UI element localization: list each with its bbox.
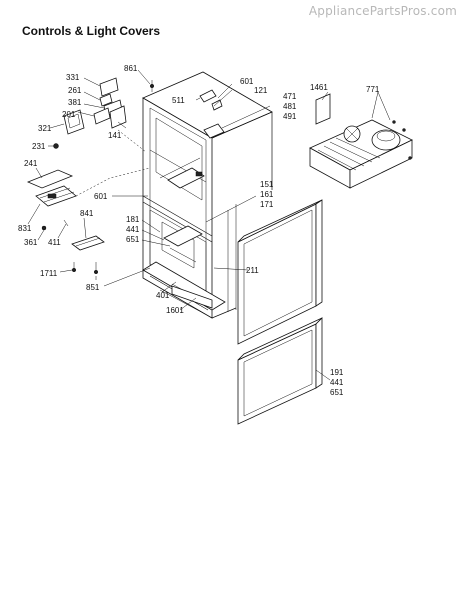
label-191: 191 [330,368,344,377]
label-481: 481 [283,102,297,111]
freezer-door [237,317,323,425]
label-231: 231 [32,142,46,151]
fresh-food-door [237,199,323,345]
leader-lines [27,69,391,381]
label-181: 181 [126,215,140,224]
label-201: 201 [62,110,76,119]
label-151: 151 [260,180,274,189]
label-171: 171 [260,200,274,209]
part-labels: 331 261 381 201 321 141 231 241 831 361 … [18,64,380,397]
diagram-title: Controls & Light Covers [22,24,161,38]
label-651-mid: 651 [126,235,140,244]
label-441-bottom: 441 [330,378,344,387]
label-141: 141 [108,131,122,140]
label-651-bottom: 651 [330,388,344,397]
label-401: 401 [156,291,170,300]
label-601-top: 601 [240,77,254,86]
label-331: 331 [66,73,80,82]
control-parts [53,77,147,153]
label-321: 321 [38,124,52,133]
label-601-mid: 601 [94,192,108,201]
label-381: 381 [68,98,82,107]
screw-861 [149,80,155,92]
label-411: 411 [48,238,61,247]
label-211: 211 [246,266,259,275]
label-1601: 1601 [166,306,184,315]
label-831: 831 [18,224,32,233]
label-771: 771 [366,85,380,94]
label-241: 241 [24,159,38,168]
machine-compartment [309,93,413,189]
label-441-mid: 441 [126,225,140,234]
label-511: 511 [172,96,185,105]
refrigerator-cabinet [142,71,273,319]
watermark: AppliancePartsPros.com [308,4,457,18]
label-1461: 1461 [310,83,328,92]
label-491: 491 [283,112,297,121]
label-121: 121 [254,86,268,95]
label-1711: 1711 [40,269,58,278]
label-861: 861 [124,64,138,73]
light-parts [26,167,151,275]
label-471: 471 [283,92,297,101]
label-161: 161 [260,190,274,199]
label-261: 261 [68,86,82,95]
label-361: 361 [24,238,38,247]
label-841: 841 [80,209,94,218]
top-parts [199,89,223,111]
label-851: 851 [86,283,100,292]
